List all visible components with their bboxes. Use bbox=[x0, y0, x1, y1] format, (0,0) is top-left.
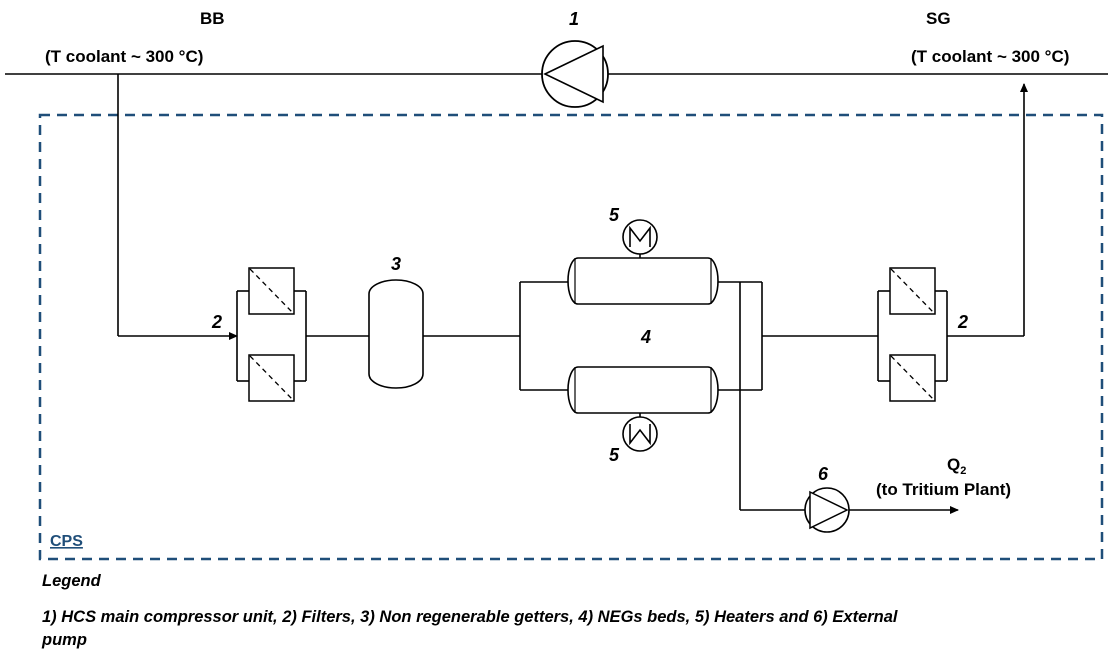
tritium-plant-label: (to Tritium Plant) bbox=[876, 480, 1011, 499]
heater-top-icon bbox=[622, 219, 658, 255]
main-compressor-icon bbox=[541, 40, 609, 108]
external-pump-icon bbox=[804, 487, 850, 533]
legend-text-line-1: 1) HCS main compressor unit, 2) Filters,… bbox=[42, 608, 898, 626]
filter-left-icon bbox=[236, 267, 307, 402]
filters-right-number-label: 2 bbox=[957, 312, 968, 332]
sg-label: SG bbox=[926, 9, 951, 28]
neg-bed-top-icon bbox=[567, 257, 719, 305]
heater-bottom-icon bbox=[622, 416, 658, 452]
neg-bed-bottom-icon bbox=[567, 366, 719, 414]
filter-right-icon bbox=[877, 267, 948, 402]
heater-bottom-number-label: 5 bbox=[609, 445, 620, 465]
sg-temperature-label: (T coolant ~ 300 °C) bbox=[911, 47, 1069, 66]
q2-label: Q2 bbox=[947, 455, 966, 477]
filters-left-number-label: 2 bbox=[211, 312, 222, 332]
neg-beds-number-label: 4 bbox=[640, 327, 651, 347]
bb-temperature-label: (T coolant ~ 300 °C) bbox=[45, 47, 203, 66]
cps-label: CPS bbox=[50, 533, 83, 550]
legend-title: Legend bbox=[42, 572, 102, 590]
getter-number-label: 3 bbox=[391, 254, 401, 274]
bb-label: BB bbox=[200, 9, 225, 28]
cps-boundary bbox=[38, 113, 1104, 561]
external-pump-number-label: 6 bbox=[818, 464, 829, 484]
heater-top-number-label: 5 bbox=[609, 205, 620, 225]
compressor-number-label: 1 bbox=[569, 9, 579, 29]
legend-text-line-2: pump bbox=[41, 631, 87, 649]
getter-vessel-icon bbox=[368, 279, 424, 389]
